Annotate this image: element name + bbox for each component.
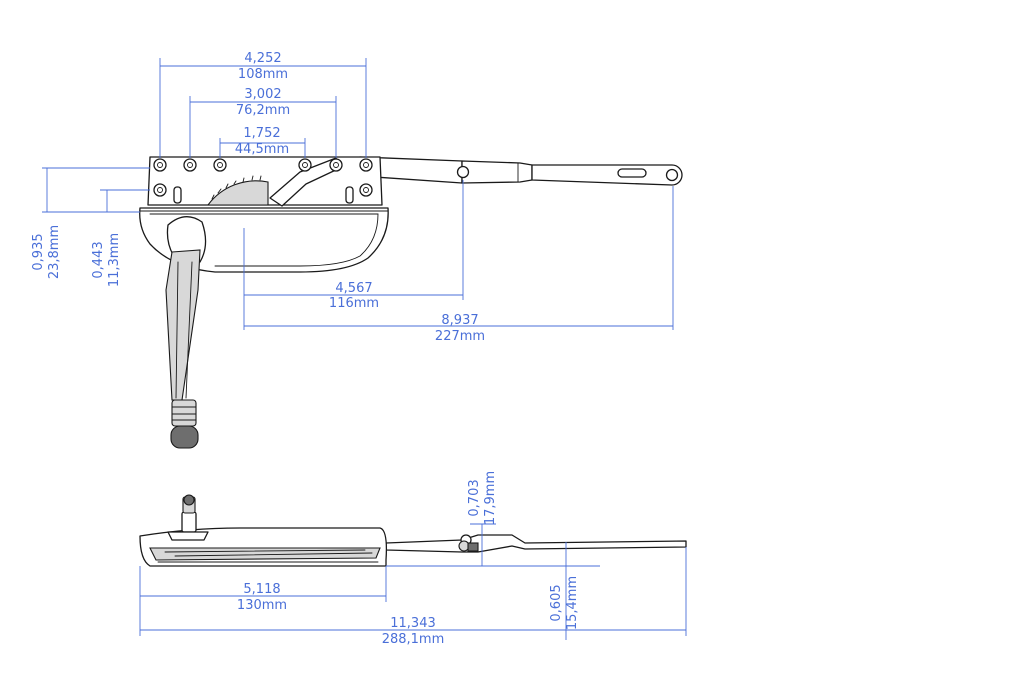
dim-top-width-in: 4,252 — [244, 51, 281, 66]
dim-base-length-in: 5,118 — [243, 582, 280, 597]
dim-arm-reach-in: 8,937 — [441, 313, 478, 328]
dim-side-height-in: 0,703 — [467, 479, 482, 516]
dim-drop-in: 0,605 — [549, 584, 564, 621]
top-view — [139, 156, 683, 449]
dim-inner-width-mm: 44,5mm — [235, 142, 289, 157]
dimension-lines — [42, 58, 687, 640]
dim-arm-pivot-mm: 116mm — [329, 296, 379, 311]
dim-mid-width-mm: 76,2mm — [236, 103, 290, 118]
dim-mid-width-in: 3,002 — [244, 87, 281, 102]
dim-drop-mm: 15,4mm — [565, 576, 580, 630]
dim-height-inner-mm: 11,3mm — [107, 233, 122, 287]
dim-height-outer-mm: 23,8mm — [47, 225, 62, 279]
dim-base-length-mm: 130mm — [237, 598, 287, 613]
dim-inner-width-in: 1,752 — [243, 126, 280, 141]
dim-height-inner-in: 0,443 — [91, 241, 106, 278]
dim-arm-reach-mm: 227mm — [435, 329, 485, 344]
base-plate — [147, 156, 383, 207]
side-view — [139, 494, 687, 567]
dim-overall-length-mm: 288,1mm — [382, 632, 445, 647]
dim-height-outer-in: 0,935 — [31, 233, 46, 270]
crank-handle — [165, 216, 207, 449]
dim-overall-length-in: 11,343 — [390, 616, 436, 631]
operator-arm — [359, 156, 683, 186]
dim-arm-pivot-in: 4,567 — [335, 281, 372, 296]
dim-top-width-mm: 108mm — [238, 67, 288, 82]
dim-side-height-mm: 17,9mm — [483, 471, 498, 525]
